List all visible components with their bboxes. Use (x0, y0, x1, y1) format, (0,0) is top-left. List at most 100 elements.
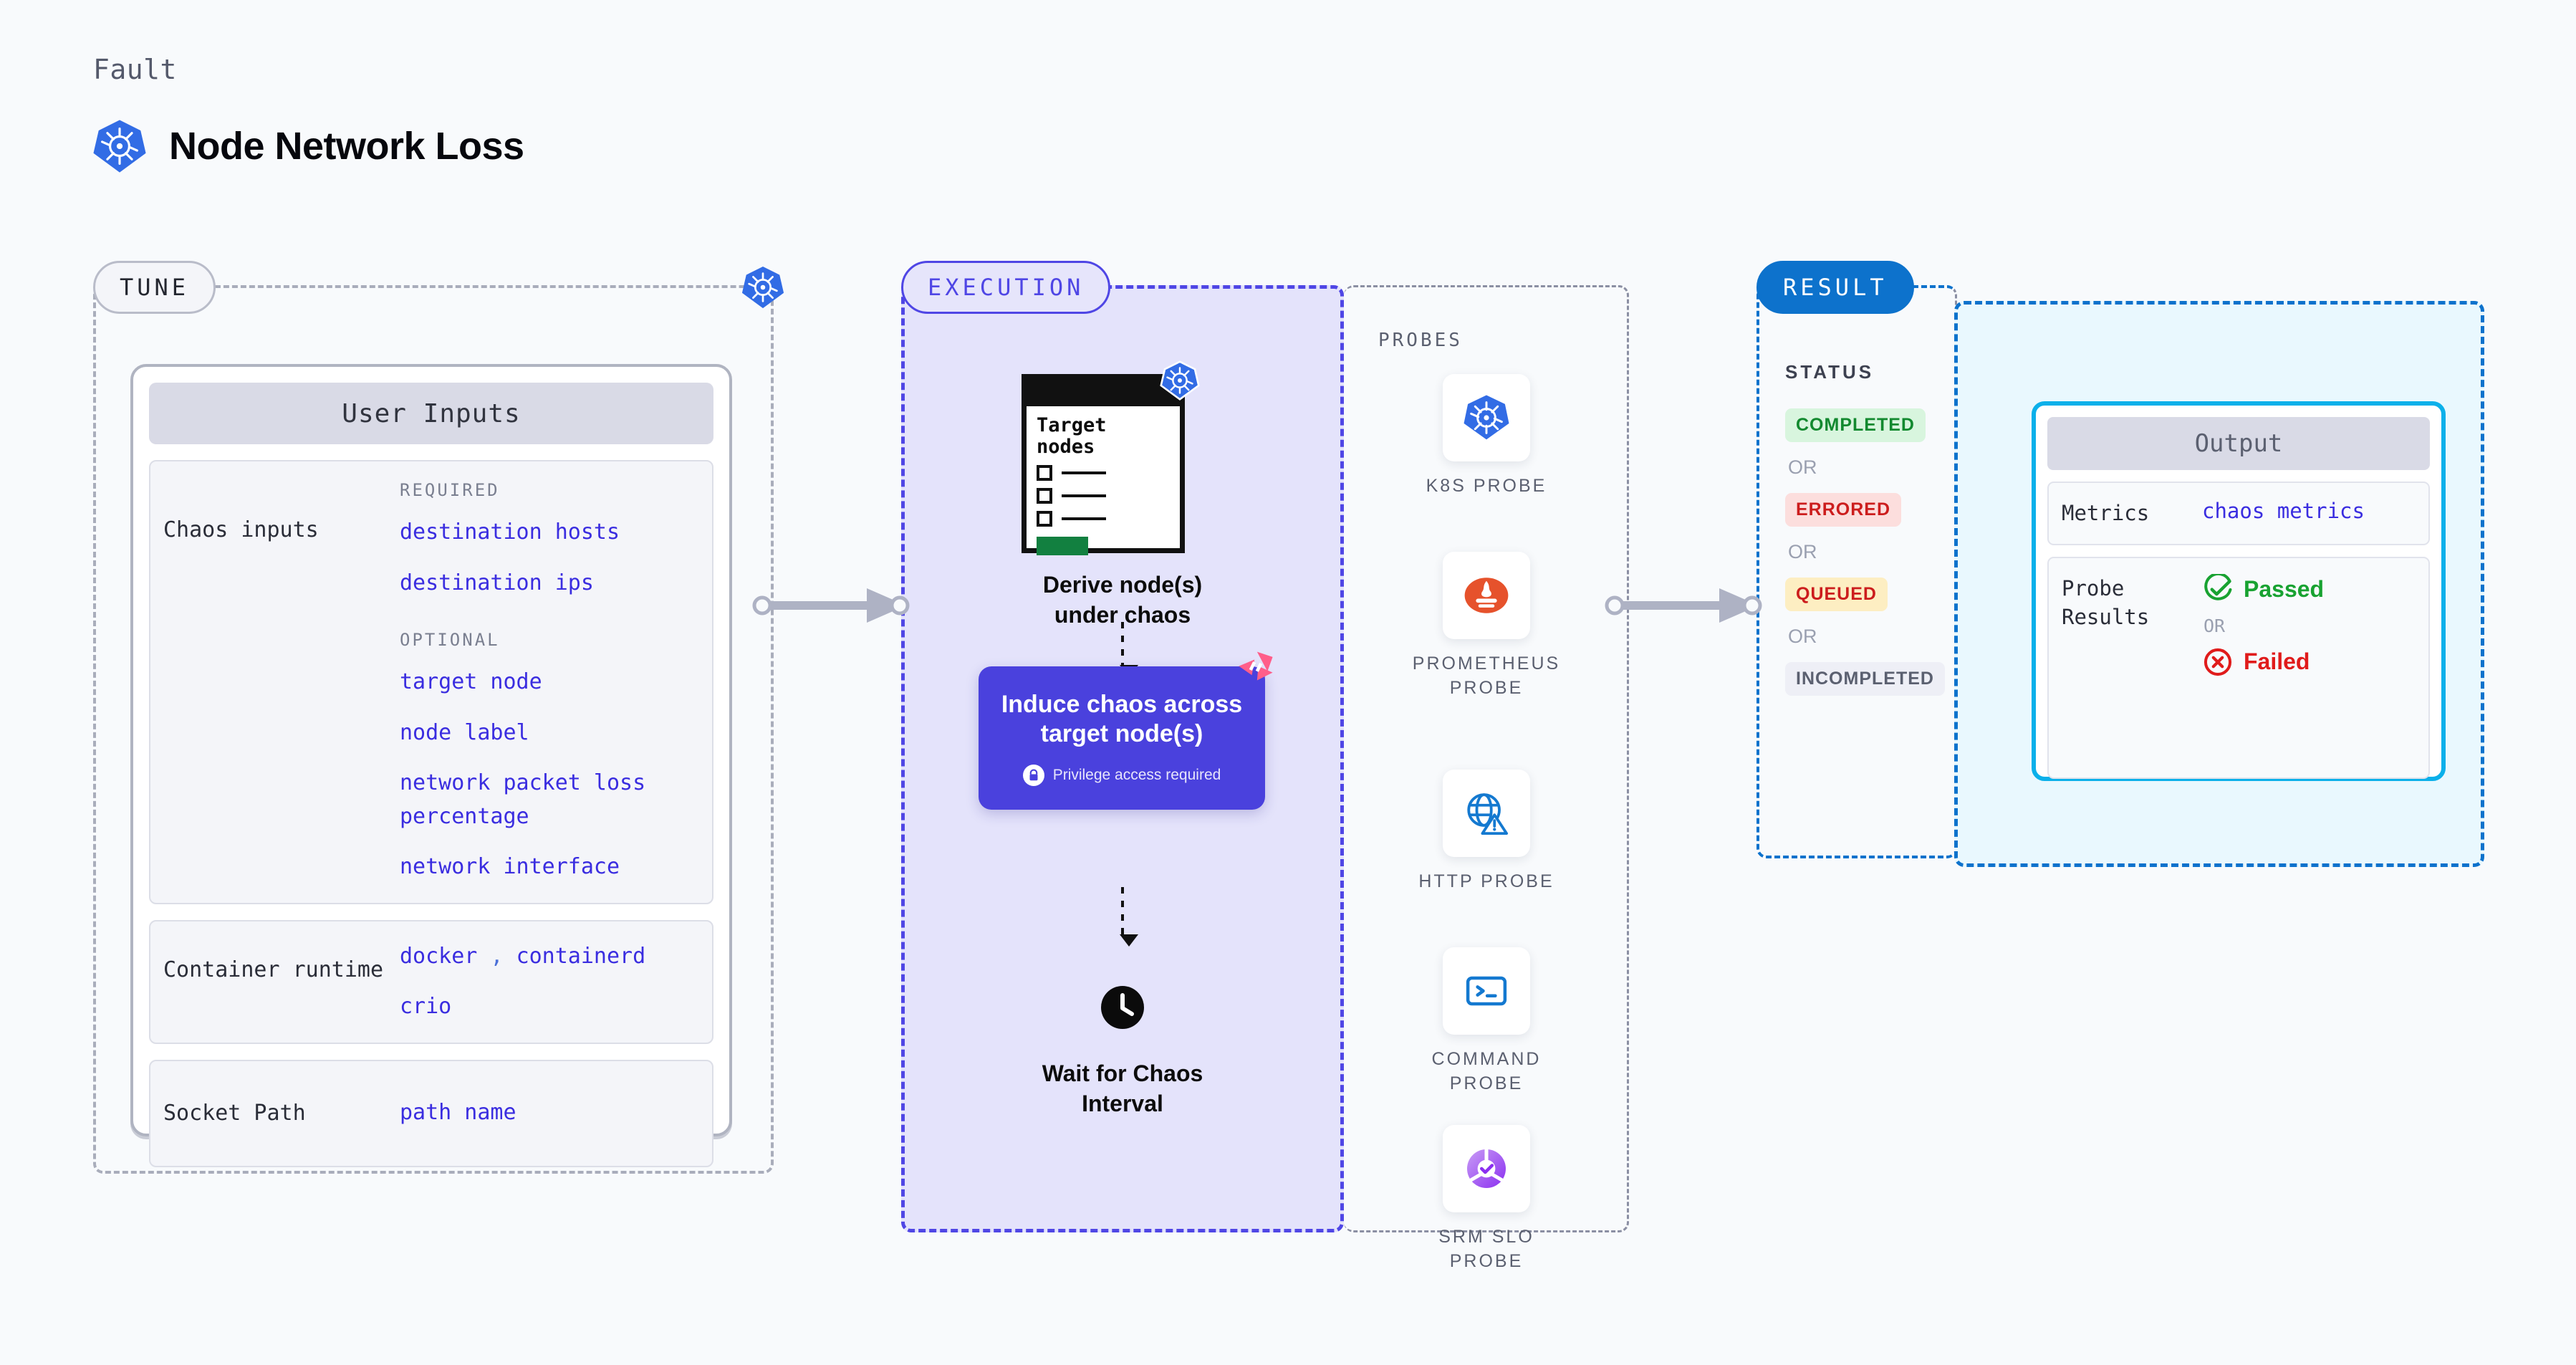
induce-chaos-node[interactable]: Induce chaos across target node(s) Privi… (979, 651, 1273, 810)
probe-label-line2: PROBE (1449, 1073, 1524, 1093)
probe-label-line2: PROBE (1449, 677, 1524, 698)
status-badge-queued: QUEUED (1785, 578, 1888, 611)
execution-column: Target nodes Derive node(s) under chaos (901, 285, 1344, 1232)
probe-result-passed: Passed (2202, 573, 2325, 605)
node-list-item (1037, 465, 1170, 482)
line-placeholder (1062, 494, 1106, 498)
probe-label-line1: SRM SLO (1438, 1227, 1534, 1247)
runtime-containerd[interactable]: containerd (516, 943, 646, 969)
metrics-key: Metrics (2062, 501, 2150, 525)
input-target-node[interactable]: target node (400, 669, 542, 694)
result-column: STATUS COMPLETED OR ERRORED OR QUEUED OR… (1756, 285, 1957, 858)
probe-tile[interactable] (1443, 1125, 1530, 1212)
input-destination-hosts[interactable]: destination hosts (400, 519, 620, 545)
status-title: STATUS (1785, 361, 1875, 383)
fault-title-row: Node Network Loss (92, 118, 524, 174)
checkbox-icon (1037, 488, 1052, 504)
derive-nodes-caption: Derive node(s) under chaos (901, 570, 1344, 630)
probe-results-key-line1: Probe (2062, 575, 2125, 600)
runtime-docker[interactable]: docker (400, 943, 478, 969)
card-title-bar (1027, 379, 1180, 406)
harness-logo-icon (1239, 651, 1273, 681)
input-network-packet-loss-percentage[interactable]: network packet loss percentage (400, 770, 646, 829)
connector-execution-to-result (1605, 588, 1762, 623)
lock-icon (1022, 765, 1044, 787)
probe-results-values: Passed OR Failed (2202, 573, 2325, 762)
probe-srm-slo[interactable]: SRM SLO PROBE (1344, 1125, 1629, 1274)
probe-label: SRM SLO PROBE (1438, 1225, 1534, 1274)
probe-label-line1: COMMAND (1431, 1049, 1542, 1069)
probes-column: PROBES K8S PROBE (1344, 285, 1629, 1271)
flow-arrow-down (1120, 887, 1138, 947)
probe-tile[interactable] (1443, 947, 1530, 1035)
status-badge-errored: ERRORED (1785, 493, 1902, 527)
stage-pill-result[interactable]: RESULT (1756, 261, 1914, 314)
globe-warning-icon (1467, 793, 1509, 835)
tune-stage-frame (93, 285, 774, 1174)
chaos-inputs-section: Chaos inputs REQUIRED destination hosts … (149, 460, 713, 904)
probes-title: PROBES (1378, 330, 1463, 351)
probe-command[interactable]: COMMAND PROBE (1344, 947, 1629, 1096)
chaos-inputs-label: Chaos inputs (163, 517, 319, 542)
stage-pill-execution[interactable]: EXECUTION (901, 261, 1111, 314)
required-tag: REQUIRED (400, 480, 500, 500)
or-separator: OR (1788, 626, 1817, 647)
probe-k8s[interactable]: K8S PROBE (1344, 374, 1629, 499)
probe-label: PROMETHEUS PROBE (1413, 652, 1560, 701)
probe-http[interactable]: HTTP PROBE (1344, 770, 1629, 894)
target-nodes-title-line1: Target (1037, 414, 1107, 436)
probe-tile[interactable] (1443, 770, 1530, 857)
connector-tune-to-execution (752, 588, 910, 623)
status-list: COMPLETED OR ERRORED OR QUEUED OR INCOMP… (1785, 408, 1945, 696)
clock-icon (1101, 986, 1144, 1029)
line-placeholder (1062, 517, 1106, 521)
failed-label: Failed (2244, 648, 2310, 675)
x-circle-icon (2203, 648, 2232, 676)
user-inputs-header: User Inputs (149, 383, 713, 444)
input-destination-ips[interactable]: destination ips (400, 570, 594, 595)
or-separator: OR (1788, 541, 1817, 562)
input-network-interface[interactable]: network interface (400, 854, 620, 879)
socket-path-section: Socket Path path name (149, 1059, 713, 1167)
clock-icon-wrapper (1100, 985, 1145, 1033)
container-runtime-values[interactable]: docker , containerd (400, 940, 699, 974)
or-separator: OR (1788, 456, 1817, 478)
container-runtime-section: Container runtime docker , containerd cr… (149, 919, 713, 1044)
passed-label: Passed (2244, 576, 2325, 603)
probe-label: K8S PROBE (1426, 474, 1547, 499)
induce-chaos-title: Induce chaos across target node(s) (1001, 690, 1242, 749)
kubernetes-icon (93, 120, 146, 173)
input-node-label[interactable]: node label (400, 719, 529, 745)
node-list-item (1037, 511, 1170, 527)
stage-pill-tune[interactable]: TUNE (93, 261, 216, 314)
runtime-separator: , (490, 943, 504, 969)
node-list-item (1037, 488, 1170, 504)
prometheus-icon (1464, 578, 1509, 613)
target-nodes-title-line2: nodes (1037, 436, 1095, 459)
probe-prometheus[interactable]: PROMETHEUS PROBE (1344, 552, 1629, 701)
status-badge-completed: COMPLETED (1785, 408, 1926, 442)
output-header: Output (2047, 417, 2430, 470)
probe-tile[interactable] (1443, 552, 1530, 639)
user-inputs-card: User Inputs Chaos inputs REQUIRED destin… (130, 364, 732, 1167)
induce-chaos-line2: target node(s) (1040, 720, 1203, 747)
metrics-value[interactable]: chaos metrics (2202, 499, 2365, 523)
probe-results-row: Probe Results Passed OR Fai (2047, 556, 2430, 779)
check-circle-icon (2204, 573, 2232, 600)
induce-chaos-line1: Induce chaos across (1001, 690, 1243, 718)
wait-interval-line1: Wait for Chaos (1042, 1060, 1203, 1086)
optional-tag: OPTIONAL (400, 630, 500, 650)
target-nodes-card: Target nodes (1022, 360, 1200, 556)
wait-interval-line2: Interval (1082, 1090, 1163, 1116)
status-bar (1037, 537, 1088, 556)
probe-tile[interactable] (1443, 374, 1530, 461)
line-placeholder (1062, 471, 1106, 475)
metrics-row: Metrics chaos metrics (2047, 482, 2430, 545)
probe-label-line2: PROBE (1449, 1250, 1524, 1271)
fault-eyebrow: Fault (93, 54, 177, 85)
probe-results-key: Probe Results (2062, 574, 2202, 762)
runtime-crio[interactable]: crio (400, 994, 452, 1019)
socket-path-value[interactable]: path name (400, 1100, 516, 1126)
probe-label-line1: PROMETHEUS (1412, 653, 1561, 674)
